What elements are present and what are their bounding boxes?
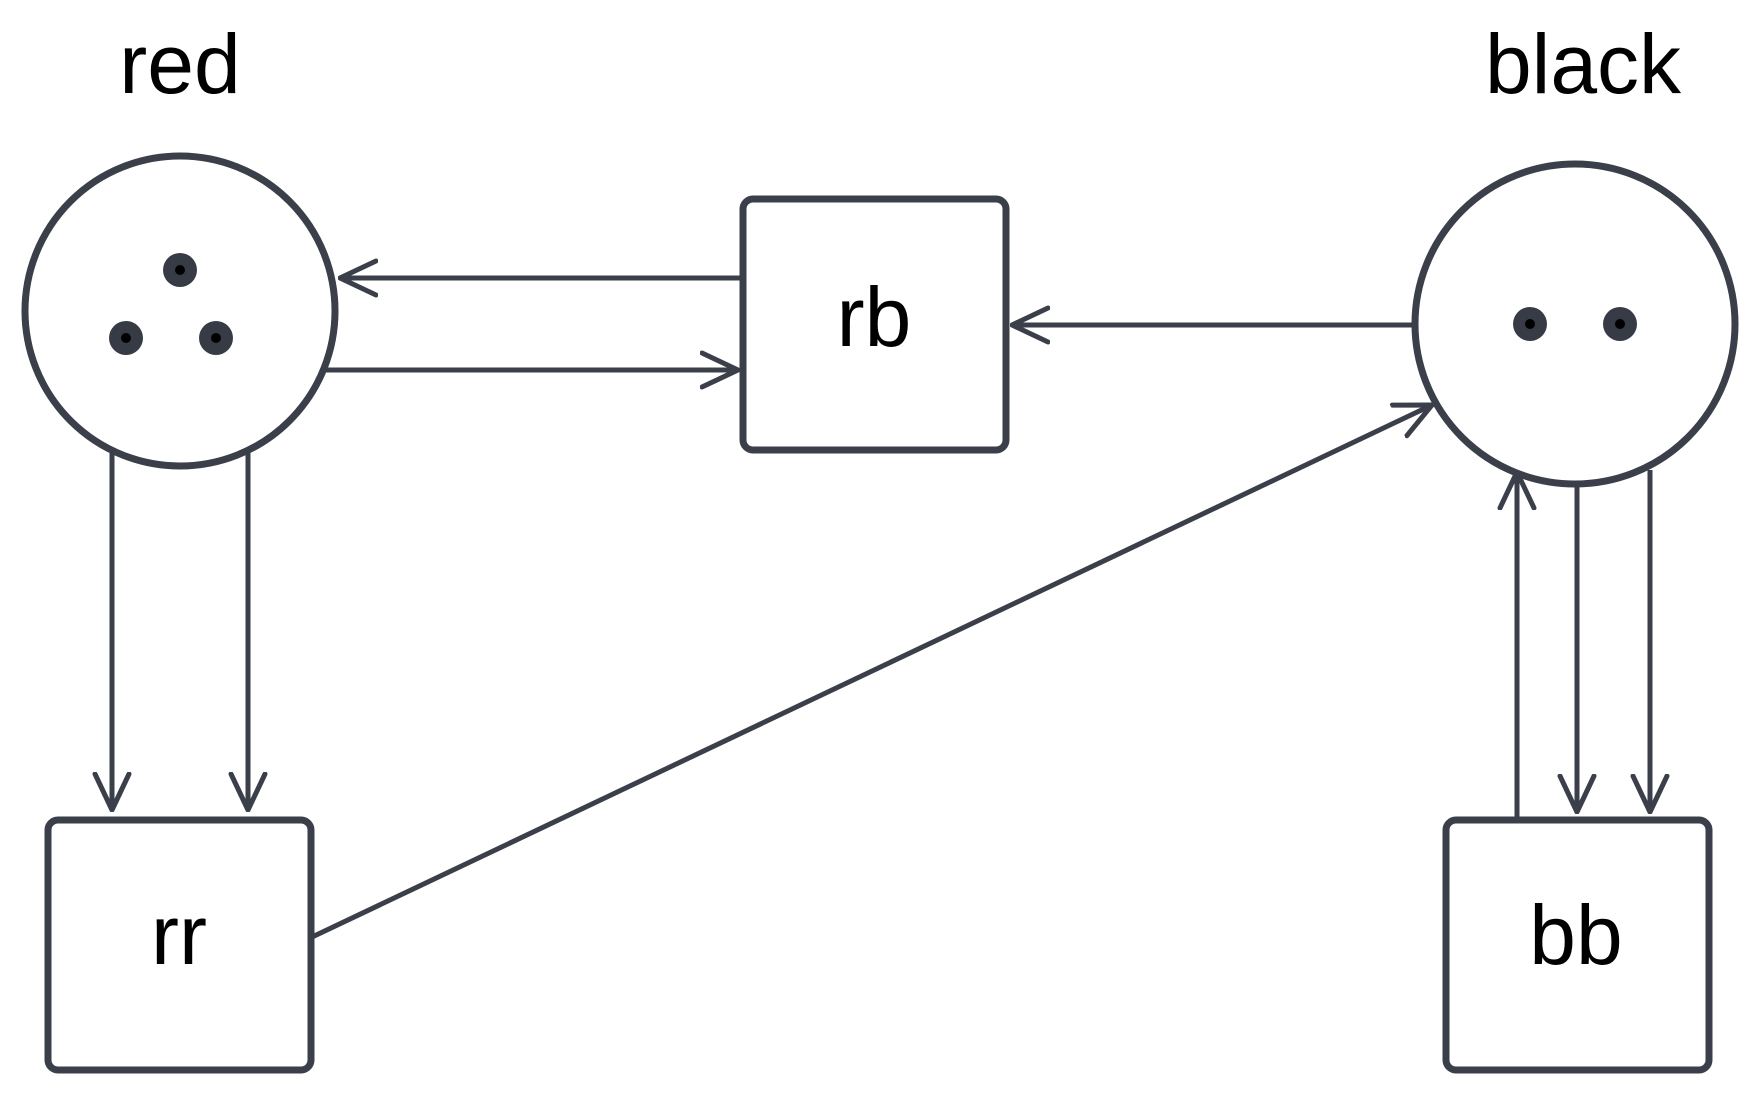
transition-rb: rb	[739, 195, 1010, 454]
token-center	[211, 333, 221, 343]
token-center	[175, 265, 185, 275]
place-red-circle	[21, 152, 339, 470]
arc-rr-to-black	[308, 405, 1432, 941]
transition-bb-box	[1442, 816, 1713, 1074]
transition-rb-box	[739, 195, 1010, 454]
place-red	[21, 152, 339, 470]
place-red-label: red	[119, 17, 240, 111]
transition-bb-label: bb	[1529, 888, 1622, 982]
transition-rr-label: rr	[151, 888, 207, 982]
transition-rr: rr	[44, 816, 315, 1074]
transition-bb: bb	[1442, 816, 1713, 1074]
place-black-label: black	[1485, 17, 1682, 111]
transition-rb-label: rb	[837, 270, 912, 364]
place-black-circle	[1411, 160, 1739, 488]
token-center	[121, 333, 131, 343]
arcs	[112, 278, 1650, 941]
token-center	[1615, 319, 1625, 329]
token-center	[1525, 319, 1535, 329]
transition-rr-box	[44, 816, 315, 1074]
place-black	[1411, 160, 1739, 488]
